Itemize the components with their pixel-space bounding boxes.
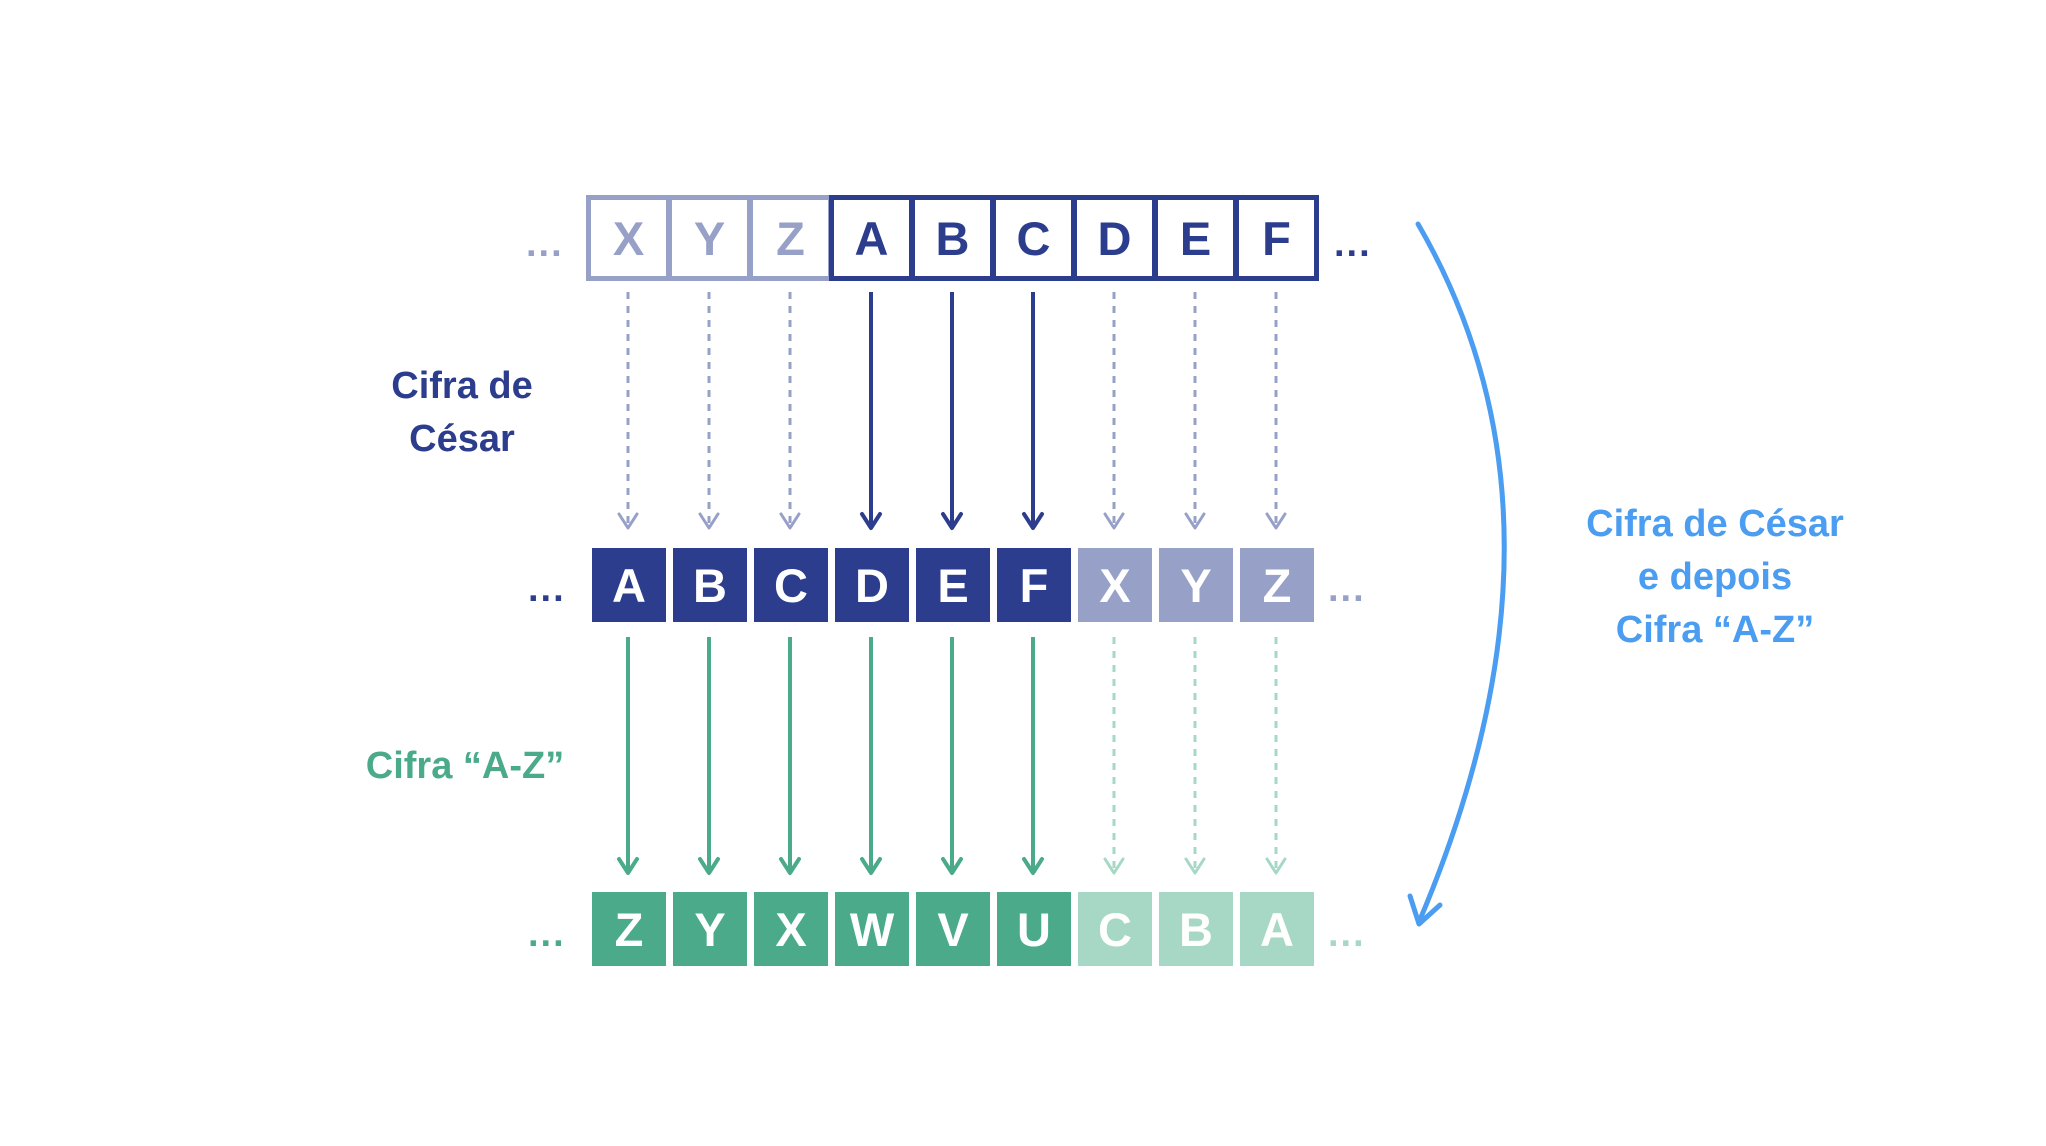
caesar-cipher-label-line-2: César (409, 418, 515, 460)
caesar-cipher-label-line-1: Cifra de (391, 365, 533, 407)
combined-cipher-label: Cifra de César e depois Cifra “A-Z” (1535, 498, 1895, 657)
atbash-mapping-arrow (1184, 637, 1206, 875)
caesar-row-left-ellipsis: ... (528, 568, 566, 610)
atbash-mapping-arrow (698, 637, 720, 875)
atbash-cipher-label: Cifra “A-Z” (365, 745, 565, 787)
caesar-mapping-arrow (1265, 292, 1287, 530)
atbash-mapping-arrow (1103, 637, 1125, 875)
atbash-mapping-arrow (779, 637, 801, 875)
combined-curved-arrow (1407, 221, 1507, 927)
caesar-mapping-arrow (617, 292, 639, 530)
caesar-mapping-arrow (1184, 292, 1206, 530)
atbash-mapping-arrow (941, 637, 963, 875)
plain-row-right-ellipsis: ... (1334, 223, 1372, 265)
caesar-mapping-arrow (698, 292, 720, 530)
atbash-row-right-ellipsis: ... (1328, 913, 1366, 955)
caesar-row-right-ellipsis: ... (1328, 568, 1366, 610)
atbash-mapping-arrow (860, 637, 882, 875)
caesar-mapping-arrow (1103, 292, 1125, 530)
caesar-cipher-label: Cifra de César (342, 360, 582, 466)
atbash-row-left-ellipsis: ... (528, 913, 566, 955)
atbash-mapping-arrow (617, 637, 639, 875)
combined-cipher-label-line-1: Cifra de César (1586, 503, 1844, 545)
atbash-mapping-arrow (1022, 637, 1044, 875)
combined-cipher-label-line-3: Cifra “A-Z” (1615, 609, 1815, 651)
caesar-mapping-arrow (779, 292, 801, 530)
combined-cipher-label-line-2: e depois (1637, 556, 1793, 598)
atbash-mapping-arrow (1265, 637, 1287, 875)
plain-row-left-ellipsis: ... (526, 223, 564, 265)
caesar-mapping-arrow (941, 292, 963, 530)
caesar-mapping-arrow (860, 292, 882, 530)
caesar-mapping-arrow (1022, 292, 1044, 530)
